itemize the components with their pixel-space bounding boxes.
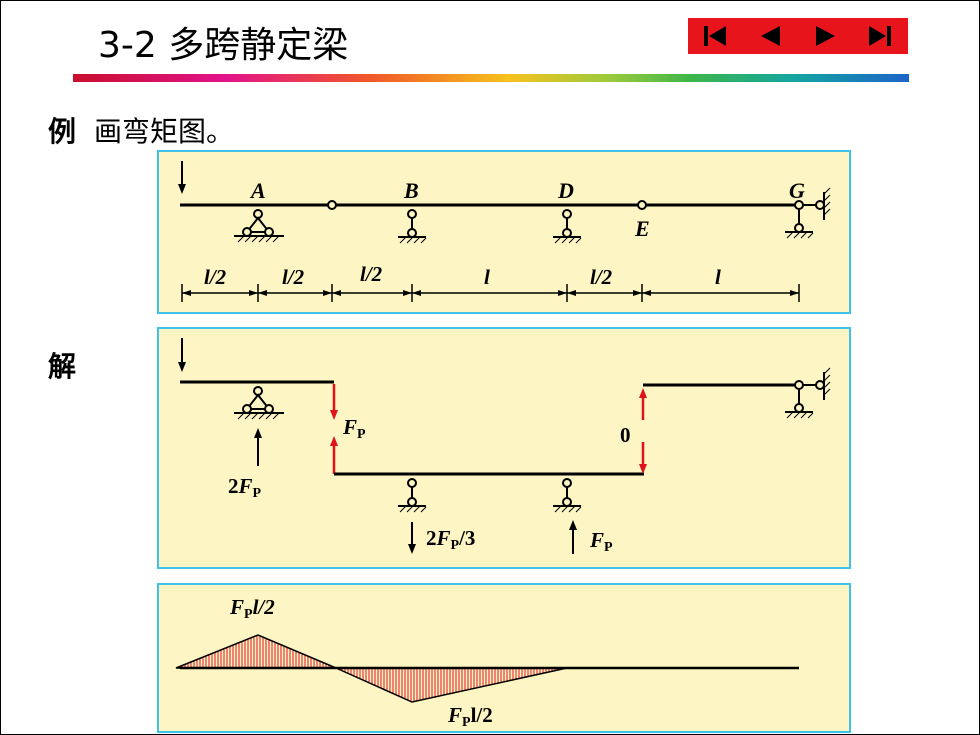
last-slide-button[interactable]	[853, 18, 908, 54]
next-slide-button[interactable]	[798, 18, 853, 54]
label-E: E	[634, 216, 650, 241]
example-label: 例	[48, 115, 77, 148]
label-B: B	[403, 178, 419, 203]
dim-1: l/2	[204, 265, 227, 289]
moment-max-label: FPl/2	[229, 595, 275, 622]
reaction-B-label: 2FP/3	[426, 526, 475, 553]
free-body-panel: 2FP FP 2FP/3 FP 0	[157, 327, 851, 569]
dim-6: l	[715, 265, 721, 289]
reaction-D-label: FP	[589, 528, 613, 555]
example-text: 画弯矩图。	[94, 115, 235, 148]
moment-diagram: FPl/2 FPl/2	[175, 595, 799, 730]
reaction-A-label: 2FP	[228, 474, 262, 501]
beam-panel: A B D E G l/2 l/2 l/2 l l/2 l	[157, 150, 851, 314]
free-body-diagram: 2FP FP 2FP/3 FP 0	[178, 338, 831, 555]
first-icon	[704, 26, 726, 46]
gradient-divider	[73, 74, 909, 82]
last-icon	[869, 26, 891, 46]
moment-min-label: FPl/2	[447, 703, 493, 730]
dim-4: l	[484, 265, 490, 289]
dim-5: l/2	[590, 265, 613, 289]
beam-diagram: A B D E G l/2 l/2 l/2 l l/2 l	[178, 161, 831, 302]
dim-2: l/2	[282, 265, 305, 289]
moment-panel: FPl/2 FPl/2	[157, 583, 851, 733]
first-slide-button[interactable]	[688, 18, 743, 54]
previous-icon	[761, 26, 780, 46]
fp-label: FP	[342, 415, 366, 442]
previous-slide-button[interactable]	[743, 18, 798, 54]
label-G: G	[789, 178, 805, 203]
label-A: A	[249, 178, 266, 203]
label-D: D	[557, 178, 574, 203]
zero-force-label: 0	[620, 423, 631, 447]
next-icon	[816, 26, 835, 46]
navigation-bar	[688, 18, 908, 54]
slide-title: 3-2 多跨静定梁	[98, 25, 349, 66]
dim-3: l/2	[360, 262, 383, 286]
example-heading: 例画弯矩图。	[48, 110, 234, 150]
solution-label: 解	[48, 350, 77, 383]
